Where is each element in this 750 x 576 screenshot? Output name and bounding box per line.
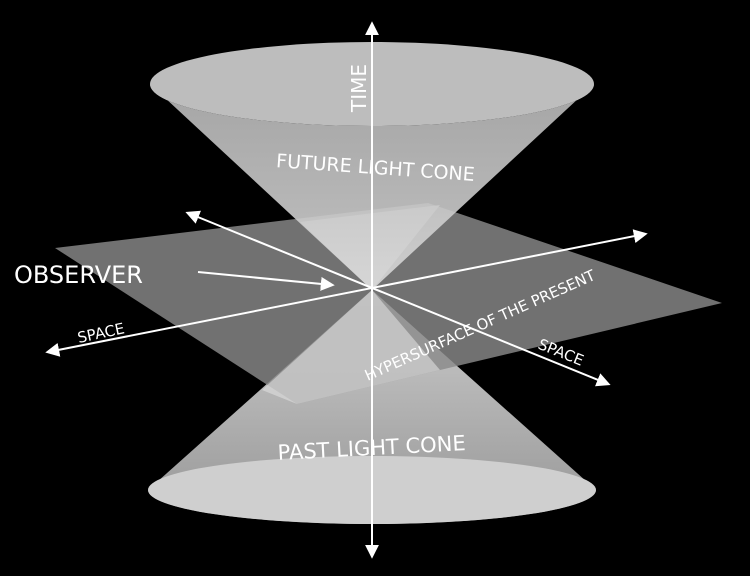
space-label-left: SPACE [76, 319, 126, 346]
time-label: TIME [347, 64, 371, 113]
observer-label: OBSERVER [14, 261, 143, 289]
axes [45, 21, 648, 559]
observer-arrow [197, 271, 335, 291]
space-axis-right [185, 210, 611, 387]
